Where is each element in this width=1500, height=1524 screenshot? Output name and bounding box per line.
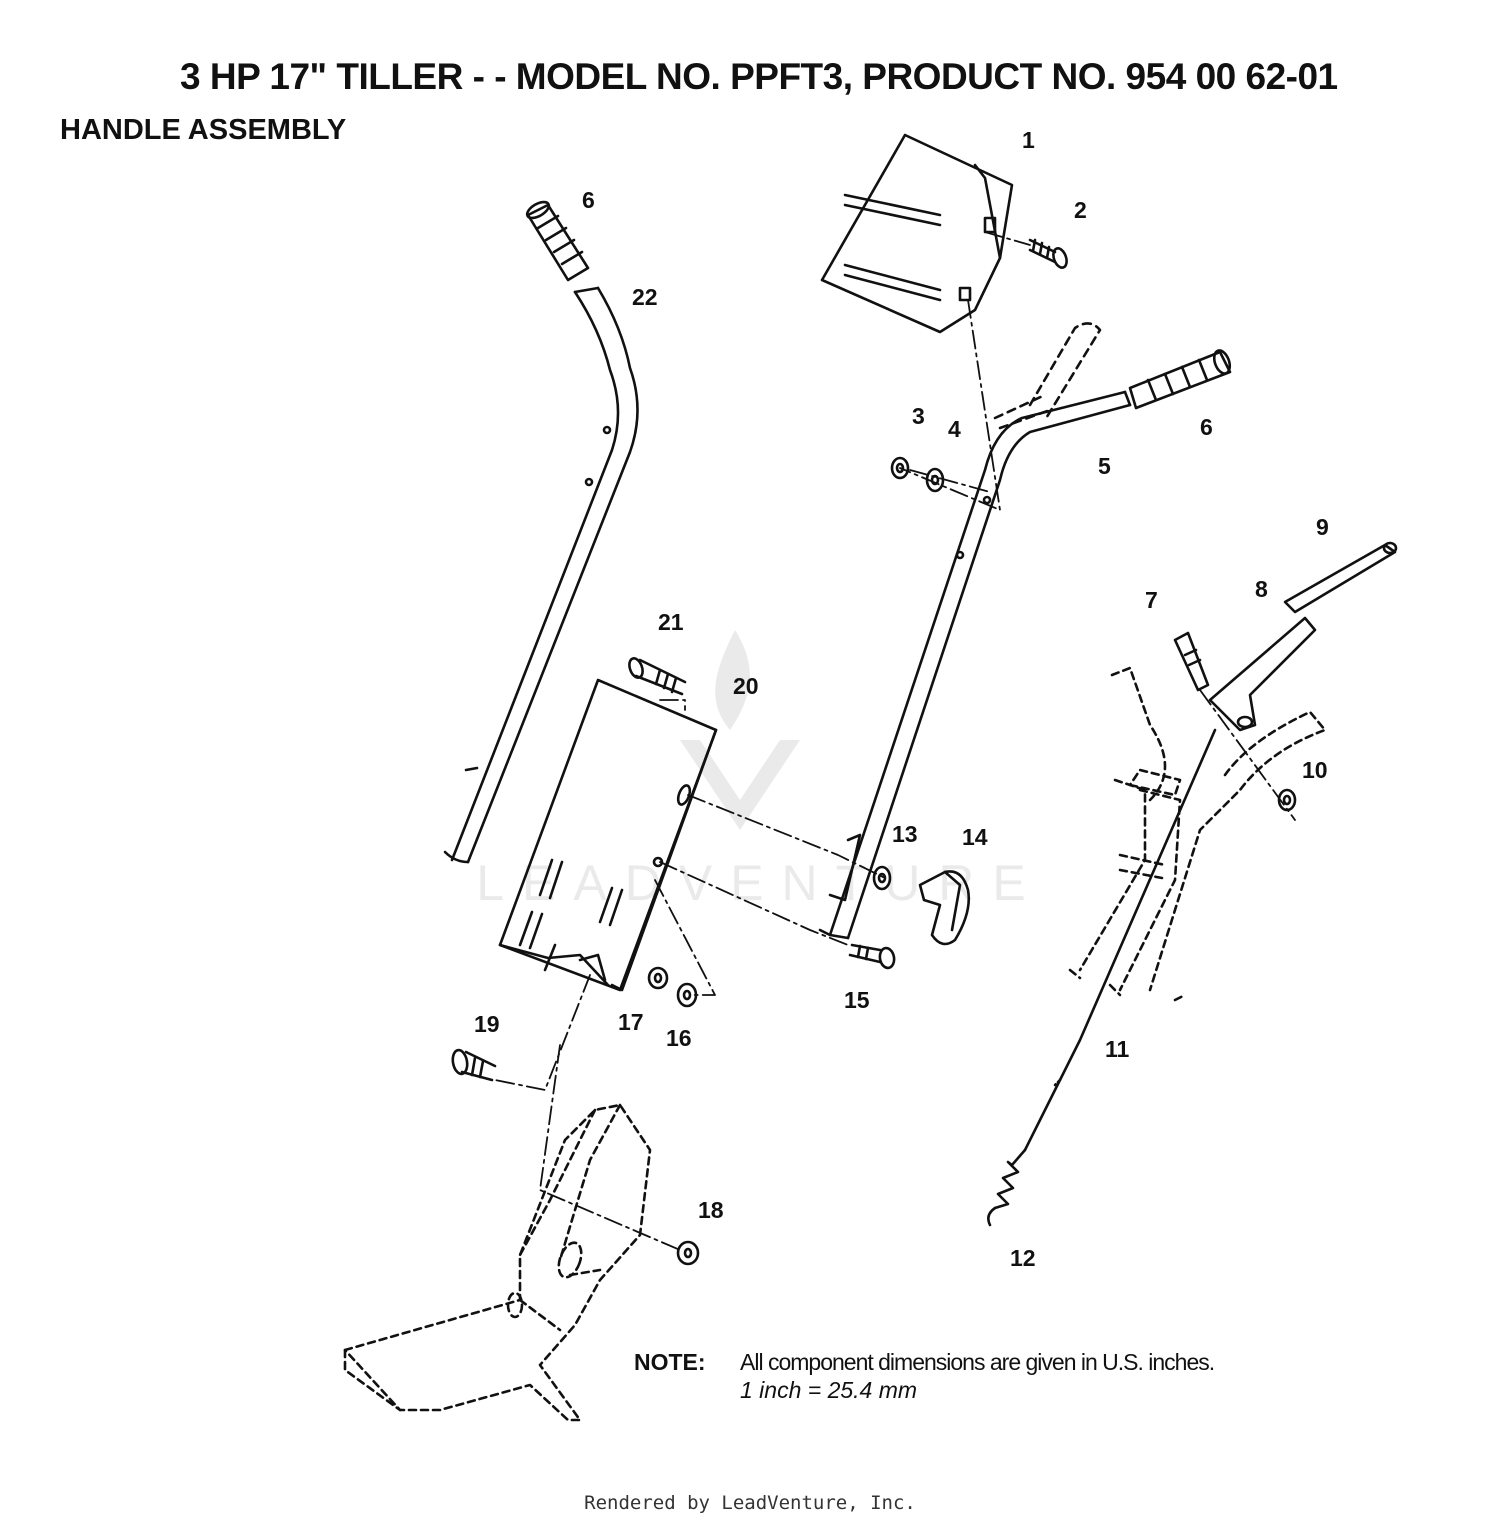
callout-12: 12 (1010, 1245, 1036, 1271)
callout-5: 5 (1098, 453, 1111, 479)
part-20-height-bracket (498, 678, 718, 992)
note-label: NOTE: (634, 1349, 706, 1375)
callout-9: 9 (1316, 514, 1329, 540)
footer-credit: Rendered by LeadVenture, Inc. (584, 1492, 916, 1514)
callout-8: 8 (1255, 576, 1268, 602)
reference-handle-outline (1068, 666, 1327, 1002)
part-19-bolt (451, 1048, 497, 1082)
flame-icon (715, 630, 750, 730)
watermark-text: LEADVENTURE (480, 855, 1040, 911)
section-title: HANDLE ASSEMBLY (60, 114, 347, 146)
part-17-nut (647, 966, 669, 990)
part-12-spring (987, 1148, 1027, 1227)
leader-lines (494, 231, 1296, 1251)
part-21-bolt (628, 657, 687, 696)
callout-18: 18 (698, 1197, 724, 1223)
callout-22: 22 (632, 284, 658, 310)
part-6-right-grip (1128, 349, 1232, 410)
callout-13: 13 (892, 821, 918, 847)
callout-17: 17 (618, 1009, 644, 1035)
watermark-logo: LEADVENTURE (476, 620, 1040, 925)
parts-diagram: 1 2 3 4 5 6 6 7 8 9 10 11 12 13 14 15 16… (343, 127, 1398, 1422)
callout-16: 16 (666, 1025, 692, 1051)
callout-10: 10 (1302, 757, 1328, 783)
part-1-console-panel (820, 133, 1014, 334)
page-title: 3 HP 17" TILLER - - MODEL NO. PPFT3, PRO… (180, 56, 1338, 97)
control-lever-outline (993, 322, 1102, 430)
part-22-left-handle-tube (443, 286, 639, 864)
part-8-control-lever (1208, 616, 1317, 732)
callout-14: 14 (962, 824, 988, 850)
tiller-mount-bracket-outline (343, 1103, 652, 1422)
part-13-washer (872, 865, 892, 891)
note-line-2: 1 inch = 25.4 mm (740, 1377, 918, 1403)
callout-4: 4 (948, 416, 961, 442)
callout-3: 3 (912, 403, 925, 429)
callout-20: 20 (733, 673, 759, 699)
callout-15: 15 (844, 987, 870, 1013)
callout-11: 11 (1105, 1036, 1130, 1062)
part-15-bolt (848, 943, 896, 970)
part-16-washer (676, 982, 698, 1008)
callout-2: 2 (1074, 197, 1087, 223)
callout-21: 21 (658, 609, 684, 635)
part-11-control-cable (1023, 728, 1217, 1152)
callout-7: 7 (1145, 587, 1158, 613)
part-18-washer (676, 1240, 700, 1266)
part-6-left-grip (525, 200, 590, 282)
callout-6-right: 6 (1200, 414, 1213, 440)
v-mark-icon (680, 740, 800, 830)
part-5-right-handle-tube (818, 390, 1132, 940)
part-7-bolt (1173, 631, 1210, 692)
note-line-1: All component dimensions are given in U.… (740, 1349, 1215, 1375)
part-14-knob (918, 870, 970, 946)
callout-19: 19 (474, 1011, 500, 1037)
callout-6-left: 6 (582, 187, 595, 213)
part-2-screw (1028, 238, 1068, 269)
callout-1: 1 (1022, 127, 1035, 153)
part-3-nut (890, 456, 910, 480)
part-9-lever-grip (1283, 541, 1398, 614)
